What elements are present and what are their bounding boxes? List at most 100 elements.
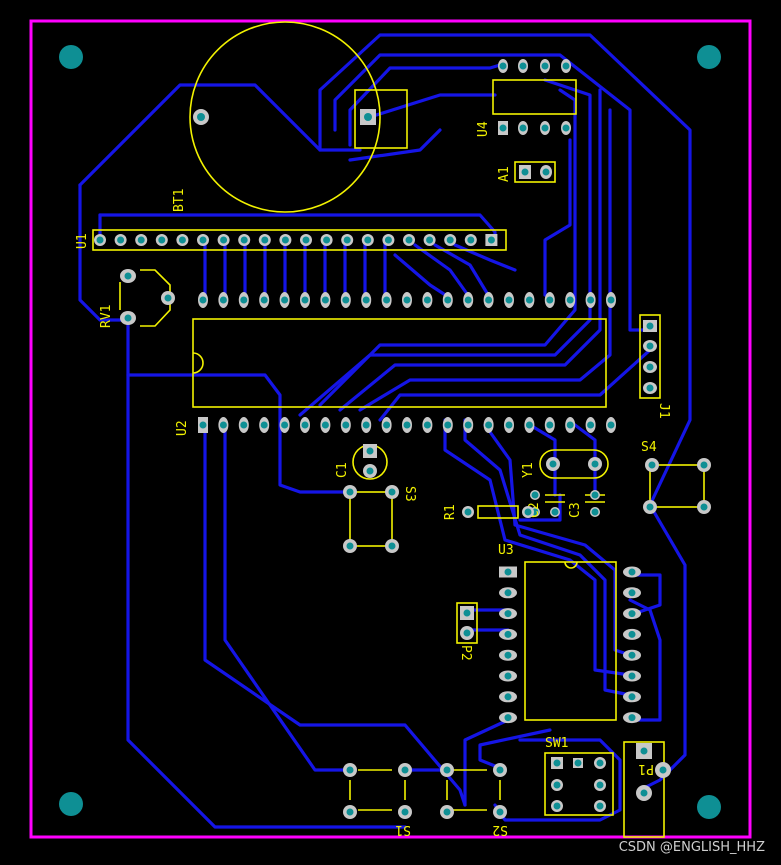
pad-hole xyxy=(566,296,574,304)
s4-label: S4 xyxy=(641,440,657,455)
u4-pins xyxy=(498,59,571,135)
pad-hole xyxy=(362,421,370,429)
pad-hole xyxy=(464,421,472,429)
s2-label: S2 xyxy=(492,822,508,837)
pad-hole xyxy=(628,672,636,680)
pad-hole xyxy=(574,759,582,767)
sw1-pins xyxy=(551,757,606,812)
u4-label: U4 xyxy=(476,121,491,137)
pad-hole xyxy=(591,491,599,499)
a1-outline xyxy=(514,161,556,183)
pad-hole xyxy=(281,296,289,304)
pad-hole xyxy=(342,421,350,429)
pad-hole xyxy=(607,296,615,304)
pad-hole xyxy=(587,296,595,304)
u1-label: U1 xyxy=(75,233,90,249)
pad-hole xyxy=(164,294,172,302)
pad-hole xyxy=(646,384,654,392)
rv1-label: RV1 xyxy=(99,305,114,328)
pad-hole xyxy=(301,296,309,304)
y1-outline xyxy=(539,449,609,479)
pad-hole xyxy=(240,421,248,429)
pad-hole xyxy=(302,236,310,244)
pad-hole xyxy=(525,421,533,429)
pad-hole xyxy=(700,461,708,469)
j1-label: J1 xyxy=(656,403,671,419)
p1-label: P1 xyxy=(638,761,654,776)
pad-hole xyxy=(366,447,374,455)
pad-hole xyxy=(401,766,409,774)
p2-outline xyxy=(456,602,478,644)
c1-label: C1 xyxy=(335,462,350,478)
pad-hole xyxy=(499,124,507,132)
pad-hole xyxy=(240,296,248,304)
pad-hole xyxy=(281,421,289,429)
c1-pins xyxy=(363,444,377,478)
pad-hole xyxy=(504,714,512,722)
pad-hole xyxy=(260,421,268,429)
p1-outline xyxy=(623,741,665,838)
pad-hole xyxy=(261,236,269,244)
pad-hole xyxy=(499,62,507,70)
pad-hole xyxy=(640,747,648,755)
pad-hole xyxy=(124,314,132,322)
y1-label: Y1 xyxy=(521,462,536,478)
pad-hole xyxy=(648,461,656,469)
s1-s2-outline xyxy=(349,769,501,811)
r1-pins xyxy=(462,506,534,518)
pad-hole xyxy=(220,236,228,244)
pad-hole xyxy=(388,488,396,496)
s3-outline xyxy=(349,491,393,547)
pad-hole xyxy=(158,236,166,244)
a1-pins xyxy=(519,165,552,179)
pad-hole xyxy=(426,236,434,244)
pad-hole xyxy=(346,488,354,496)
u2-pins xyxy=(198,292,616,433)
pad-hole xyxy=(542,168,550,176)
p1-pins xyxy=(636,743,671,801)
pad-hole xyxy=(553,759,561,767)
pad-hole xyxy=(562,124,570,132)
pad-hole xyxy=(546,421,554,429)
pad-hole xyxy=(553,781,561,789)
u3-pins xyxy=(499,566,641,724)
pad-hole xyxy=(342,296,350,304)
board-outline xyxy=(29,19,752,839)
pad-hole xyxy=(504,610,512,618)
pad-hole xyxy=(504,589,512,597)
pad-hole xyxy=(281,236,289,244)
pad-hole xyxy=(463,609,471,617)
u3-outline xyxy=(524,561,617,721)
s4-pins xyxy=(643,458,711,514)
pad-hole xyxy=(628,651,636,659)
pad-hole xyxy=(383,421,391,429)
pad-hole xyxy=(199,236,207,244)
pad-hole xyxy=(401,808,409,816)
u3-label: U3 xyxy=(498,543,514,558)
pad-hole xyxy=(531,491,539,499)
pad-hole xyxy=(117,236,125,244)
pad-hole xyxy=(444,421,452,429)
pad-hole xyxy=(519,62,527,70)
pad-hole xyxy=(504,672,512,680)
rv1-pins xyxy=(120,269,175,325)
pad-hole xyxy=(346,808,354,816)
pad-hole xyxy=(343,236,351,244)
pad-hole xyxy=(444,296,452,304)
pad-hole xyxy=(591,508,599,516)
pad-hole xyxy=(321,296,329,304)
pad-hole xyxy=(423,296,431,304)
sw1-label: SW1 xyxy=(545,736,568,751)
pad-hole xyxy=(591,460,599,468)
pad-hole xyxy=(596,802,604,810)
pad-hole xyxy=(524,508,532,516)
pad-hole xyxy=(496,766,504,774)
pad-hole xyxy=(464,296,472,304)
pad-hole xyxy=(323,236,331,244)
pad-hole xyxy=(541,124,549,132)
pad-hole xyxy=(443,808,451,816)
pad-hole xyxy=(366,467,374,475)
bt1-square-pad xyxy=(354,89,408,149)
pad-hole xyxy=(628,714,636,722)
